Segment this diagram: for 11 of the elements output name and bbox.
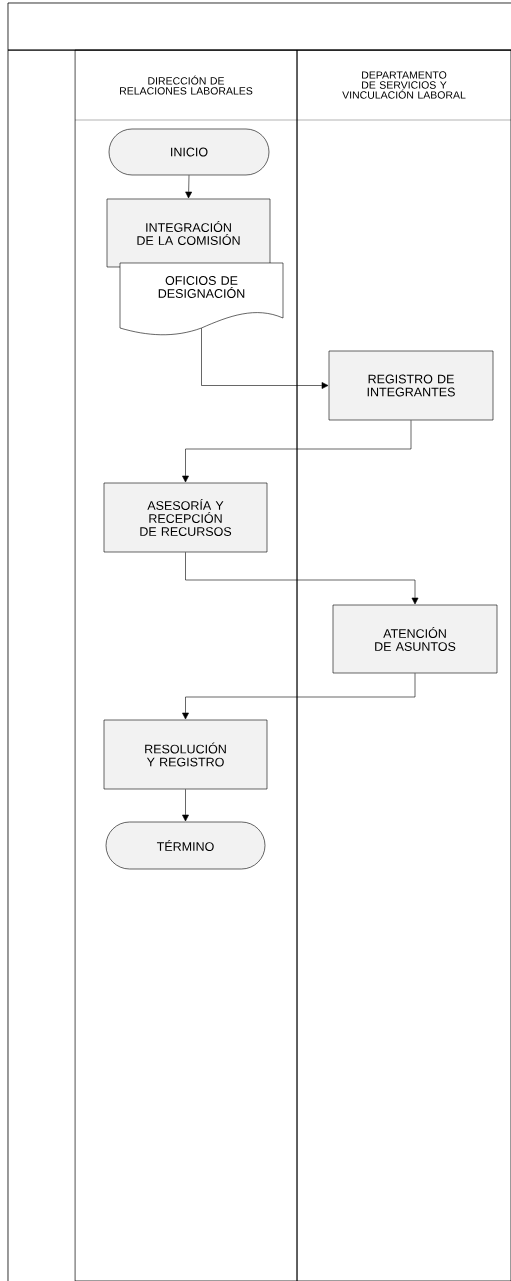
process-box: RESOLUCIÓN Y REGISTRO (103, 719, 268, 790)
process-box: ASESORÍA Y RECEPCIÓN DE RECURSOS (103, 482, 268, 553)
arrow (182, 420, 412, 483)
process-box: INTEGRACIÓN DE LA COMISIÓN (106, 198, 271, 268)
arrow (182, 673, 416, 720)
process-box: ATENCIÓN DE ASUNTOS (332, 604, 498, 674)
process-box: REGISTRO DE INTEGRANTES (328, 350, 494, 421)
arrow (201, 327, 329, 389)
arrow (185, 552, 419, 605)
arrow (185, 175, 193, 199)
arrow (182, 789, 189, 822)
